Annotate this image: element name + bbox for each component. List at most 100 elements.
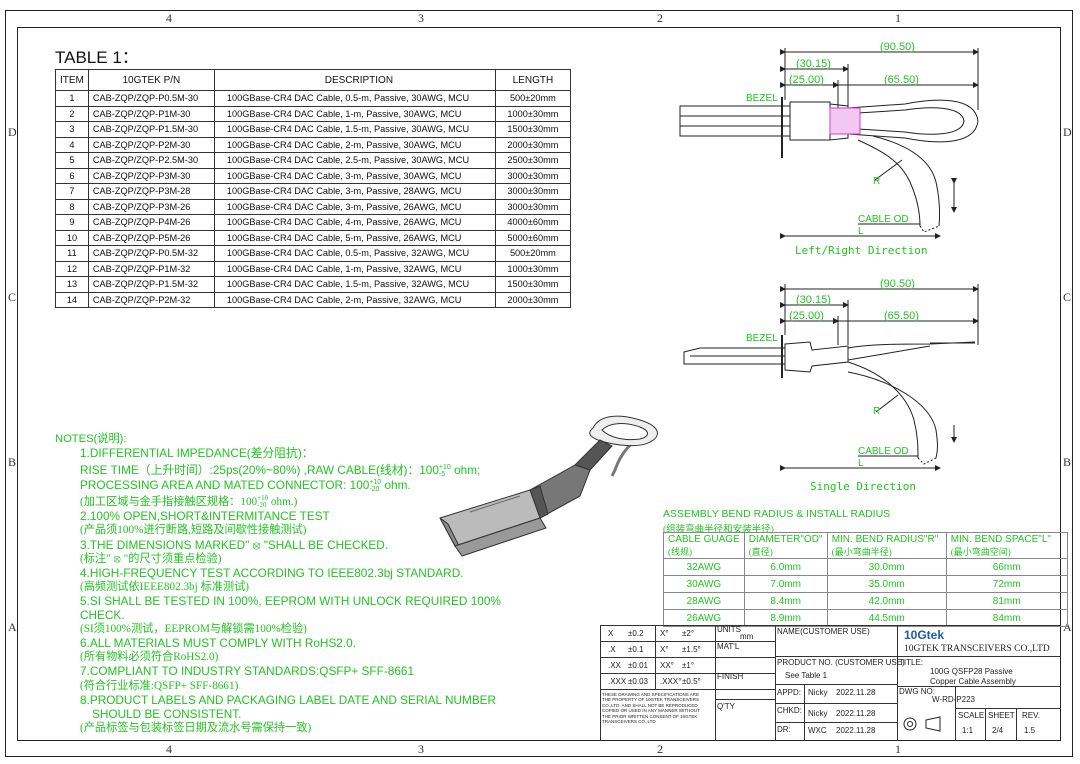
bend-cell: 72mm bbox=[945, 575, 1068, 593]
note-8: 8.PRODUCT LABELS AND PACKAGING LABEL DAT… bbox=[80, 692, 497, 707]
note-4-cn: (高频测试依IEEE802.3bj 标准测试) bbox=[80, 580, 250, 593]
note-8-cn: (产品标签与包装标签日期及流水号需保持一致) bbox=[80, 721, 312, 734]
note-1-rise-sup: +10 bbox=[438, 464, 451, 472]
bend-header-row-cn: (线规) (直径) (最小弯曲半径) (最小弯曲空间) bbox=[663, 545, 1068, 559]
tol-r3-a: .XX bbox=[608, 661, 621, 670]
units-label: UNITS bbox=[717, 625, 741, 634]
bend-cell: 8.9mm bbox=[743, 609, 828, 627]
bend-cell: 8.4mm bbox=[743, 592, 828, 610]
drawing-no: W-RD-P223 bbox=[932, 695, 975, 704]
tol-r1-c: X° bbox=[660, 629, 669, 638]
disclaimer: THESE DRAWING AND SPECIFICATIONS ARE THE… bbox=[602, 692, 700, 724]
bend-cell: 6.0mm bbox=[743, 558, 828, 576]
zone-right-c: C bbox=[1063, 290, 1072, 304]
bend-col-space: MIN. BEND SPACE"L" bbox=[945, 532, 1068, 545]
note-1-rise-text: RISE TIME（上升时间）:25ps(20%~80%) ,RAW CABLE… bbox=[80, 463, 439, 478]
inner-frame bbox=[17, 27, 1061, 741]
tol-r2-d: ±1.5° bbox=[682, 645, 701, 654]
material-label: MAT'L bbox=[717, 642, 740, 651]
bottom-dim-65: (65.50) bbox=[884, 310, 919, 322]
note-6-cn: (所有物料必须符合RoHS2.0) bbox=[80, 651, 219, 664]
top-caption: Left/Right Direction bbox=[795, 244, 927, 257]
bottom-r-label: R bbox=[873, 406, 880, 417]
tol-r1-a: X bbox=[608, 629, 614, 638]
company-name: 10GTEK TRANSCEIVERS CO.,LTD bbox=[904, 644, 1050, 654]
zone-left-d: D bbox=[8, 125, 17, 139]
col-description: DESCRIPTION bbox=[213, 69, 496, 91]
drawn-label: DR: bbox=[777, 725, 791, 734]
zone-top-1: 1 bbox=[895, 11, 901, 25]
note-1-cn-text: (加工区域与金手指接触区规格：100 bbox=[80, 495, 258, 508]
company-logo: 10Gtek bbox=[904, 628, 945, 642]
zone-right-b: B bbox=[1063, 455, 1072, 469]
note-1-cn-tol: +10-20 bbox=[257, 495, 268, 509]
tol-r3-d: ±1° bbox=[682, 661, 695, 670]
disclaimer-line-3: CO.,LTD. AND SHALL NOT BE REPRODUCED bbox=[602, 702, 698, 708]
note-1-proc-tol: +10-20 bbox=[369, 479, 381, 493]
tol-r2-a: .X bbox=[608, 645, 616, 654]
note-5: 5.SI SHALL BE TESTED IN 100%, EEPROM WIT… bbox=[80, 593, 501, 623]
note-7-cn: (符合行业标准:QSFP+ SFF-8661) bbox=[80, 679, 239, 692]
sheet-label: SHEET bbox=[988, 711, 1015, 720]
note-1-cn-sub: -20 bbox=[257, 501, 267, 510]
col-length: LENGTH bbox=[494, 69, 571, 91]
top-od-label: CABLE OD bbox=[858, 214, 909, 225]
note-2-cn: (产品须100%进行断路,短路及间歇性接触测试) bbox=[80, 524, 307, 537]
bend-subtitle: (组装弯曲半径和安装半径) bbox=[663, 525, 774, 535]
note-4: 4.HIGH-FREQUENCY TEST ACCORDING TO IEEE8… bbox=[80, 565, 464, 580]
bend-cell: 44.5mm bbox=[826, 609, 947, 627]
disclaimer-line-2: THE PROPERTY OF 10GTEK TRANSCEIVERS bbox=[602, 697, 700, 703]
drawn-name: WXC bbox=[808, 726, 827, 735]
bend-cell: 81mm bbox=[945, 592, 1068, 610]
rev-value: 1.5 bbox=[1024, 726, 1036, 735]
bend-cell: 26AWG bbox=[663, 609, 745, 627]
zone-bottom-4: 4 bbox=[166, 742, 172, 756]
outer-frame bbox=[5, 10, 1073, 757]
cell-length: 2000±30mm bbox=[494, 291, 571, 308]
table-title: TABLE 1： bbox=[55, 48, 139, 67]
bend-col-diameter-cn: (直径) bbox=[743, 545, 828, 559]
projection-symbol-icon bbox=[903, 716, 941, 732]
bend-cell: 84mm bbox=[945, 609, 1068, 627]
tol-r2-b: ±0.1 bbox=[628, 645, 644, 654]
scale-value: 1:1 bbox=[962, 726, 974, 735]
note-7: 7.COMPLIANT TO INDUSTRY STANDARDS:QSFP+ … bbox=[80, 664, 415, 679]
zone-top-4: 4 bbox=[166, 11, 172, 25]
bottom-bezel-label: BEZEL bbox=[746, 333, 778, 344]
tol-r2-c: X° bbox=[660, 645, 669, 654]
top-dim-30: (30.15) bbox=[796, 58, 831, 70]
tol-r1-b: ±0.2 bbox=[628, 629, 644, 638]
bend-cell: 28AWG bbox=[663, 592, 745, 610]
approved-name: Nicky bbox=[808, 688, 828, 697]
bottom-dim-overall: (90.50) bbox=[880, 278, 915, 290]
cell-length: 1000±30mm bbox=[494, 105, 571, 122]
bend-table: CABLE GUAGE DIAMETER"OD" MIN. BEND RADIU… bbox=[663, 532, 1068, 627]
note-1-rise-unit: ohm; bbox=[450, 463, 481, 478]
bend-col-gauge: CABLE GUAGE bbox=[663, 532, 745, 545]
drawing-no-label: DWG NO: bbox=[899, 687, 935, 696]
quantity-label: Q'TY bbox=[717, 702, 735, 711]
bend-cell: 42.0mm bbox=[826, 592, 947, 610]
checked-name: Nicky bbox=[808, 709, 828, 718]
bend-col-space-cn: (最小弯曲空间) bbox=[945, 545, 1068, 559]
note-3-cn: (标注" ⦻ "的尺寸须重点检验) bbox=[80, 552, 222, 565]
isometric-cable bbox=[439, 415, 658, 557]
note-1-cn-sup: +10 bbox=[257, 494, 269, 503]
product-no-label: PRODUCT NO. (CUSTOMER USE) bbox=[777, 658, 905, 667]
bend-cell: 30.0mm bbox=[826, 558, 947, 576]
top-dim-overall: (90.50) bbox=[880, 41, 915, 53]
bend-col-radius-cn: (最小弯曲半径) bbox=[826, 545, 947, 559]
top-l-label: L bbox=[858, 226, 864, 237]
note-8b: SHOULD BE CONSISTENT. bbox=[92, 706, 242, 721]
